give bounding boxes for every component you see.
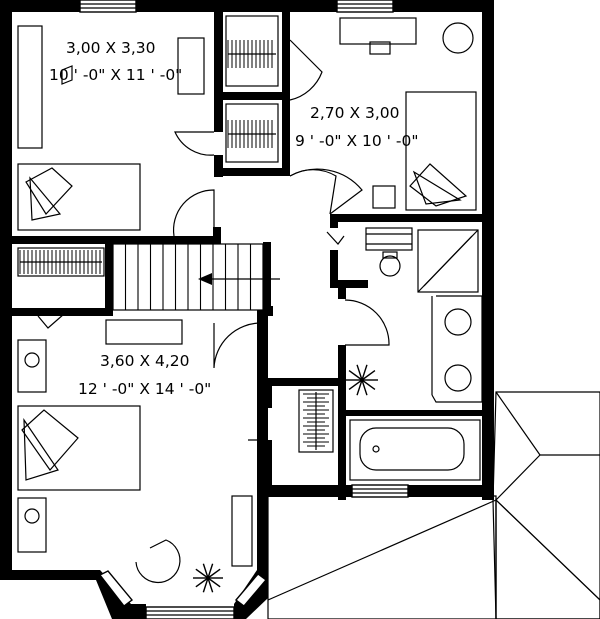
bedroom-nw-metric: 3,00 X 3,30 [66, 39, 156, 57]
bedroom-nw-imperial: 10 ' -0" X 11 ' -0" [49, 66, 182, 84]
room-dimensions: 3,00 X 3,30 10 ' -0" X 11 ' -0" 2,70 X 3… [49, 39, 418, 398]
bedroom-ne-metric: 2,70 X 3,00 [310, 104, 400, 122]
bedroom-s-metric: 3,60 X 4,20 [100, 352, 190, 370]
bathroom-fixtures [346, 227, 483, 481]
exterior-walls [0, 0, 494, 619]
interior-walls [12, 12, 490, 500]
closet-shelving [17, 15, 334, 453]
windows [79, 0, 409, 619]
bedroom-s-imperial: 12 ' -0" X 14 ' -0" [78, 380, 211, 398]
northeast-bedroom-furniture [339, 17, 477, 211]
northwest-bedroom-furniture [17, 25, 205, 231]
bedroom-ne-imperial: 9 ' -0" X 10 ' -0" [295, 132, 418, 150]
door-swings [37, 39, 390, 441]
south-bedroom-furniture [17, 319, 253, 593]
staircase [112, 243, 280, 311]
